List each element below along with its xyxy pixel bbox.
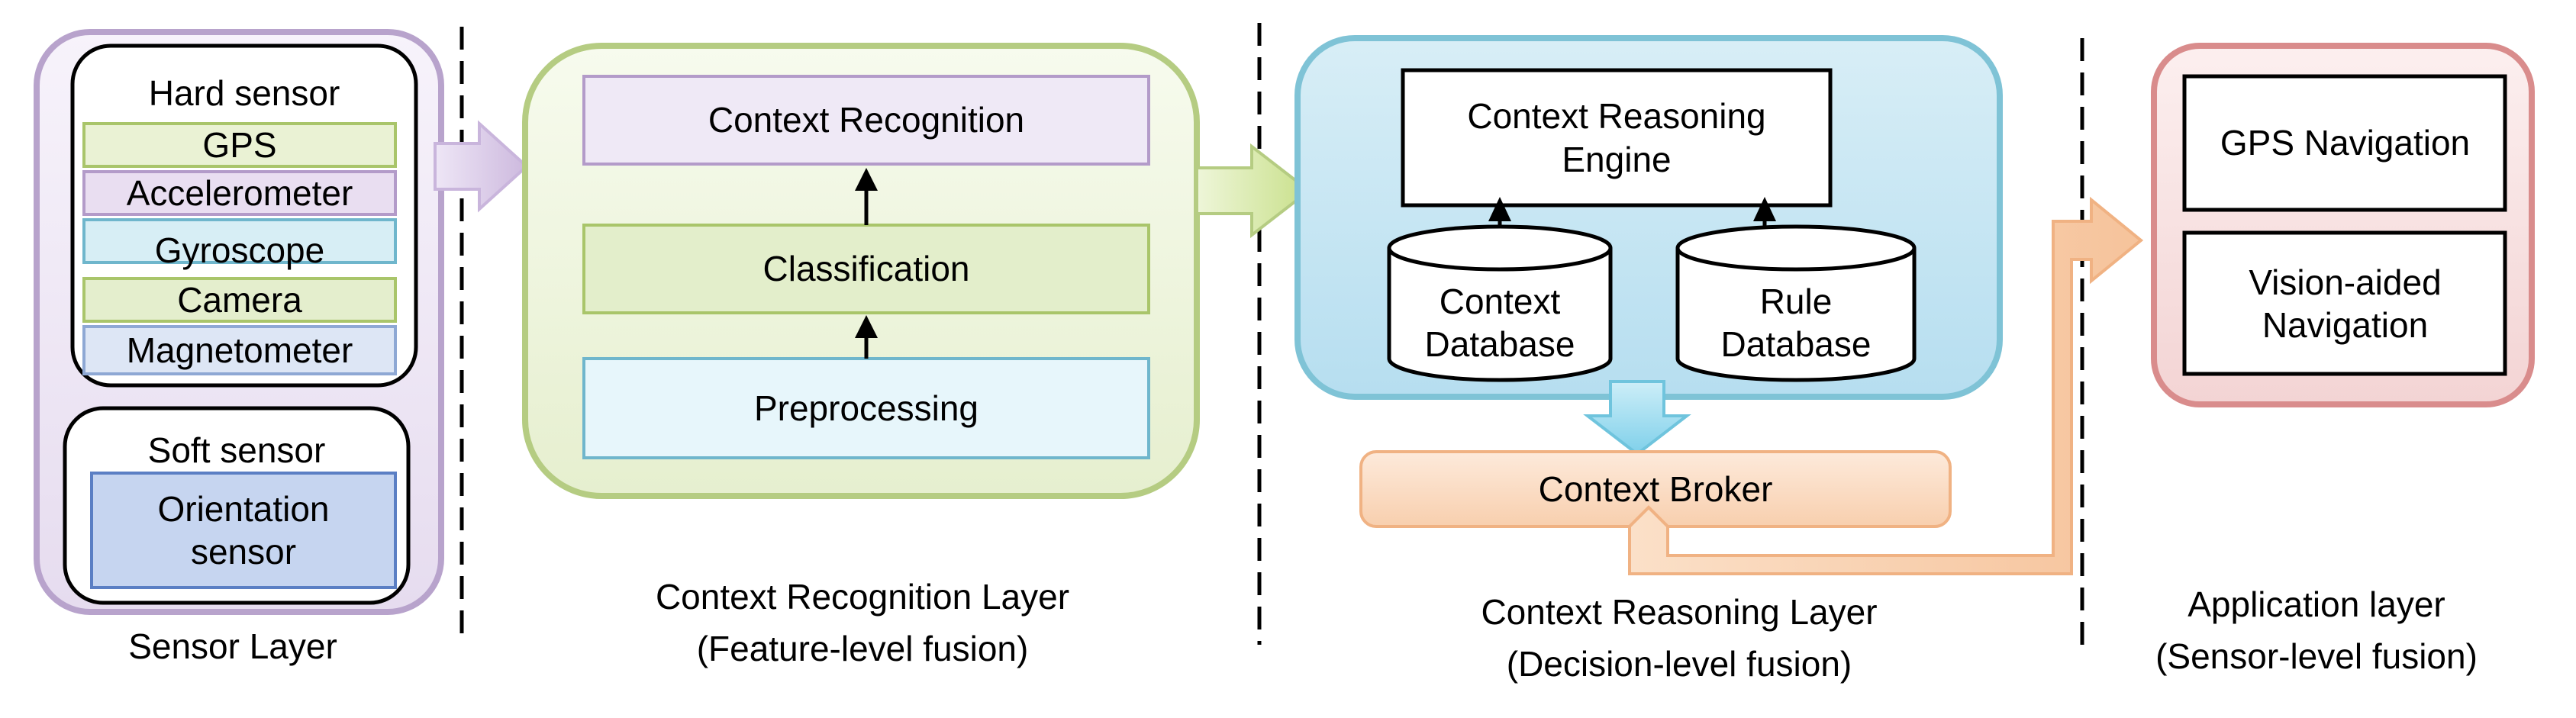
- gyroscope-bar: [82, 218, 397, 264]
- magnetometer-bar: [82, 325, 397, 375]
- vision-navigation-box: [2182, 230, 2507, 376]
- arrow-context-db-to-engine: [1488, 197, 1511, 221]
- sensor-item-magnetometer: Magnetometer: [126, 330, 353, 370]
- arrow-reasoning-to-broker: [1583, 380, 1691, 456]
- context-broker-label: Context Broker: [1538, 468, 1773, 509]
- vision-navigation-label: Vision-aided Navigation: [2249, 262, 2442, 345]
- arrow-rule-db-to-engine: [1753, 197, 1776, 221]
- reasoning-engine-box: [1401, 68, 1833, 208]
- sensor-item-gps: GPS: [202, 124, 277, 165]
- application-layer-caption-2: (Sensor-level fusion): [2155, 636, 2478, 677]
- context-recognition-box: [582, 75, 1150, 166]
- hard-sensor-title: Hard sensor: [148, 72, 340, 113]
- gps-bar: [82, 122, 397, 168]
- context-recognition-label: Context Recognition: [708, 100, 1025, 140]
- gps-navigation-box: [2182, 74, 2507, 212]
- rule-database-cylinder: [1675, 224, 1917, 272]
- sensor-layer-caption: Sensor Layer: [128, 626, 337, 666]
- context-database-label: Context Database: [1424, 281, 1575, 364]
- application-layer-caption-1: Application layer: [2188, 584, 2445, 625]
- recognition-layer-caption-1: Context Recognition Layer: [655, 577, 1070, 617]
- sensor-item-camera: Camera: [177, 279, 302, 320]
- camera-bar: [82, 277, 397, 323]
- reasoning-layer-caption-1: Context Reasoning Layer: [1481, 592, 1878, 633]
- reasoning-engine-label: Context Reasoning Engine: [1467, 96, 1766, 179]
- sensor-item-accelerometer: Accelerometer: [126, 172, 353, 213]
- classification-box: [582, 224, 1150, 314]
- accelerometer-bar: [82, 170, 397, 216]
- arrow-broker-to-application: [1628, 196, 2144, 575]
- arrow-sensor-to-recognition: [434, 120, 529, 213]
- context-database-cylinder: [1387, 224, 1613, 272]
- classification-label: Classification: [762, 249, 970, 289]
- orientation-sensor-label: Orientation sensor: [157, 488, 330, 572]
- soft-sensor-title: Soft sensor: [147, 430, 326, 470]
- arrow-recognition-to-reasoning: [1195, 143, 1312, 239]
- arrow-preprocessing-to-classification: [855, 315, 878, 338]
- orientation-sensor-box: [90, 472, 397, 589]
- gps-navigation-label: GPS Navigation: [2220, 123, 2471, 163]
- sensor-item-gyroscope: Gyroscope: [154, 230, 325, 270]
- arrow-classification-to-recognition: [855, 168, 878, 191]
- reasoning-layer-caption-2: (Decision-level fusion): [1506, 644, 1852, 684]
- recognition-layer-caption-2: (Feature-level fusion): [696, 629, 1029, 669]
- preprocessing-label: Preprocessing: [753, 388, 979, 428]
- preprocessing-box: [582, 357, 1150, 459]
- rule-database-label: Rule Database: [1720, 281, 1872, 364]
